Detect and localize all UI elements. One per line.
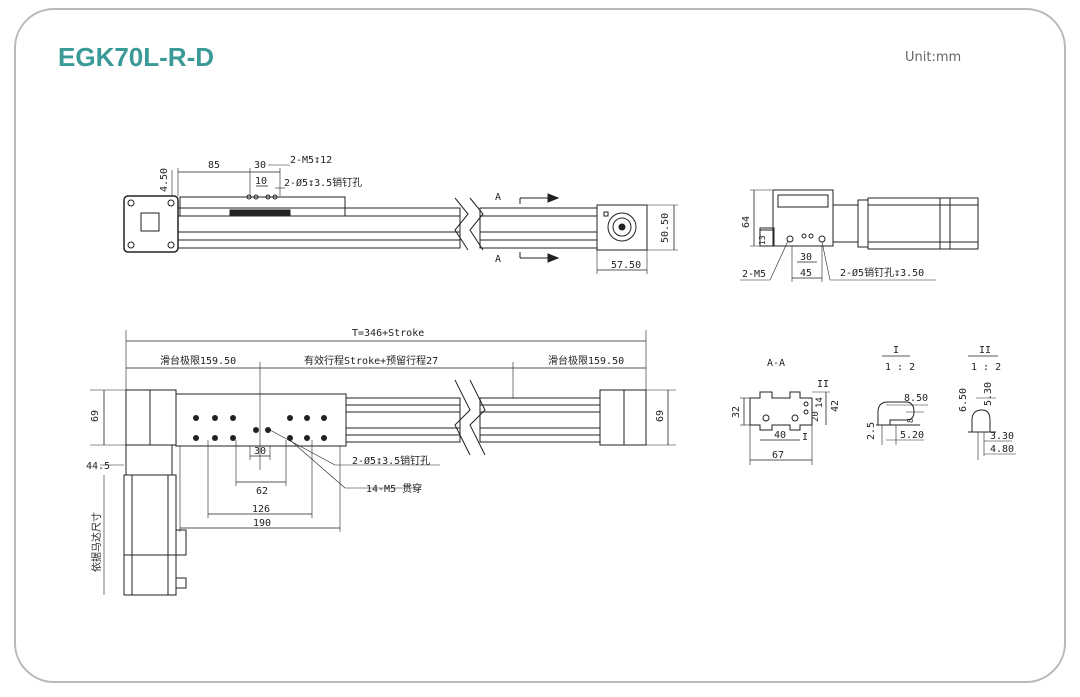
section-a-top: A	[495, 192, 501, 203]
dim-30-top: 30	[254, 160, 266, 171]
dim-40: 40	[774, 430, 786, 441]
dim-30-front: 30	[254, 446, 266, 457]
section-aa-labels: A-A II I 32 40 67 20 14 42	[731, 358, 841, 461]
dim-330: 3.30	[990, 431, 1014, 442]
detail-i-labels: I 1 : 2 8.50 8 2.5 5.20	[866, 345, 928, 441]
section-a-bottom: A	[495, 254, 501, 265]
dim-69-right: 69	[655, 410, 666, 422]
dim-126: 126	[252, 504, 270, 515]
dim-5050: 50.50	[660, 213, 671, 243]
detail-i-view	[876, 355, 928, 445]
detail-ii-label: II	[979, 345, 991, 356]
section-aa-label: A-A	[767, 358, 785, 369]
detail-ii-view	[968, 355, 1016, 460]
dim-20: 20	[811, 411, 821, 422]
end-view-labels: 64 13 30 45 2-M5 2-Ø5销钉孔↧3.50	[741, 216, 924, 280]
dim-13: 13	[758, 235, 767, 245]
dim-85: 85	[208, 160, 220, 171]
dim-190: 190	[253, 518, 271, 529]
m5-note-front: 14-M5 贯穿	[366, 482, 422, 495]
dim-64: 64	[741, 216, 752, 228]
dim-850: 8.50	[904, 393, 928, 404]
dim-67: 67	[772, 450, 784, 461]
dim-530: 5.30	[983, 382, 994, 406]
drawing-card	[14, 8, 1066, 683]
m5-label-end: 2-M5	[742, 269, 766, 280]
section-aa-view	[740, 391, 830, 465]
dim-69-left: 69	[90, 410, 101, 422]
detail-ii-scale: 1 : 2	[971, 362, 1001, 373]
dim-5750: 57.50	[611, 260, 641, 271]
dim-520: 5.20	[900, 430, 924, 441]
limit-right: 滑台极限159.50	[548, 354, 624, 367]
detail-ii-labels: II 1 : 2 6.50 5.30 3.30 4.80	[958, 345, 1014, 455]
top-view	[123, 164, 678, 274]
pin-note-top: 2-Ø5↧3.5销钉孔	[284, 176, 362, 189]
front-view	[90, 330, 676, 596]
stroke-note: 有效行程Stroke+预留行程27	[304, 354, 438, 367]
detail-i-label: I	[893, 345, 899, 356]
unit-label: Unit:mm	[905, 50, 962, 65]
product-title: EGK70L-R-D	[58, 42, 215, 72]
motor-note: 依据马达尺寸	[90, 512, 103, 572]
m5-note-top: 2-M5↧12	[290, 155, 332, 166]
dim-14: 14	[815, 397, 825, 408]
dim-25: 2.5	[866, 422, 877, 440]
dim-445: 44.5	[86, 461, 110, 472]
marker-i: I	[802, 432, 808, 443]
dim-62: 62	[256, 486, 268, 497]
dim-45-end: 45	[800, 268, 812, 279]
top-view-labels: 85 30 10 2-M5↧12 2-Ø5↧3.5销钉孔 4.50 A A 50…	[159, 155, 671, 271]
dim-480: 4.80	[990, 444, 1014, 455]
dim-42: 42	[830, 400, 841, 412]
dim-10: 10	[255, 176, 267, 187]
dim-650: 6.50	[958, 388, 969, 412]
dim-30-end: 30	[800, 252, 812, 263]
dim-32: 32	[731, 406, 742, 418]
marker-ii: II	[817, 379, 829, 390]
front-view-labels: T=346+Stroke 滑台极限159.50 有效行程Stroke+预留行程2…	[86, 328, 666, 572]
total-length: T=346+Stroke	[352, 328, 424, 339]
pin-label-end: 2-Ø5销钉孔↧3.50	[840, 266, 924, 279]
detail-i-scale: 1 : 2	[885, 362, 915, 373]
pin-note-front: 2-Ø5↧3.5销钉孔	[352, 454, 430, 467]
end-view	[740, 189, 979, 282]
limit-left: 滑台极限159.50	[160, 354, 236, 367]
dim-450: 4.50	[159, 168, 170, 192]
dim-8: 8	[906, 418, 915, 423]
